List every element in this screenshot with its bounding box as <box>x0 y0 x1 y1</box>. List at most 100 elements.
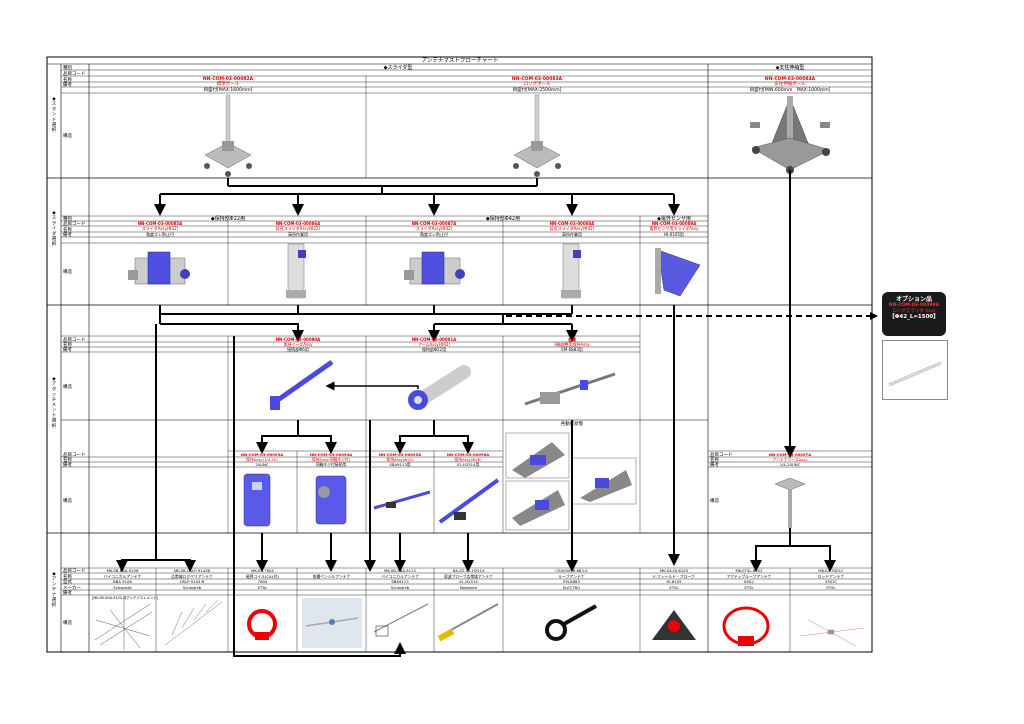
ant-label-name: 名称 <box>63 573 72 580</box>
ant-label-code: 品目コード <box>63 568 86 574</box>
attach-top-code-2: 金属 <box>567 336 576 342</box>
antenna-name-6: ループアンテナ <box>558 574 584 579</box>
attach-image-base <box>270 359 334 410</box>
stand-section: 種別 品目コード 名称 備考 構造 ◆スライダ型 ◆支柱伸縮型 NN-COM-0… <box>61 64 872 533</box>
option-card: オプション品 NN-COM-03-00098A ロングスライダ Assy 【Φ4… <box>882 292 946 336</box>
antenna-name-9: ロッドアンテナ <box>818 574 845 579</box>
slider-note-3: 高所作業用 <box>562 231 582 237</box>
attach-bottom-name-3: 保持Assy(Φ28) <box>454 457 482 462</box>
antenna-maker-0: Schwarzb <box>113 585 132 590</box>
attach-bottom-note-4: 1/4-20UNC <box>780 462 801 467</box>
attach-image-arm <box>408 365 471 410</box>
slider-name-1: 延長スライダAssy(Φ22) <box>276 225 321 231</box>
stand-code-2: NN-COM-03-00084A <box>765 76 816 82</box>
antenna-code-0: MK-SB-BBA-9106 <box>107 568 139 573</box>
attach-bottom-note-0: 20UNC <box>255 462 268 467</box>
antenna-code-2: MK-EA-7604 <box>251 568 274 573</box>
states-panel: 各動作状態 <box>505 420 637 531</box>
slider-image-42 <box>404 251 465 285</box>
slider-code-0: NN-COM-03-00085A <box>138 221 183 226</box>
attach-bottom-code-4: NN-COM-03-00097A <box>769 452 811 457</box>
stand-image-long <box>513 94 561 177</box>
connector-slider-attach <box>116 305 870 572</box>
ant-img-sba <box>373 603 429 637</box>
antenna-code-6: CEA00006-683-0 <box>555 568 588 573</box>
label-note: 備考 <box>63 81 72 88</box>
slider-image-42-ext <box>561 243 581 299</box>
option-size: 【Φ42_L=1500】 <box>889 313 939 320</box>
slider-name-3: 延長スライダAssy(Φ42) <box>550 225 595 231</box>
slider-code-4: NN-COM-03-00089A <box>652 221 697 226</box>
attach-top-name-2: 3軸調整用保持Assy <box>554 341 590 347</box>
stand-image-standard <box>204 94 252 177</box>
ant-img-pencil <box>302 598 362 648</box>
antenna-model-2: 7604 <box>258 579 268 584</box>
option-image <box>882 340 948 400</box>
antenna-note: [MK-SB-VHA-9103-用アンテナエレメント] <box>92 595 159 600</box>
antenna-code-8: MK-ETSL-6502 <box>736 568 764 573</box>
stand-name-0: 標準ポール <box>217 80 240 87</box>
slider-code-1: NN-COM-03-00086A <box>276 221 321 226</box>
attachment-bottom-section: 品目コード 名称 備考 構造 品目コード 名称 備考 構造 NN-COM-03-… <box>61 450 872 533</box>
attach-bottom-name-1: 保持Assy(同軸ネジ付) <box>312 457 351 462</box>
antenna-maker-8: ETSL <box>744 585 754 590</box>
attach-bottom-name-2: 保持Assy(Φ22) <box>386 457 414 462</box>
chart-title: アンテナマストフローチャート <box>422 57 499 64</box>
antenna-model-5: 01-H2514 <box>459 579 478 584</box>
slider-label-code: 品目コード <box>63 221 86 227</box>
stand-note-0: 目盛付[MAX:1600mm] <box>204 86 253 93</box>
slider-label-note: 備考 <box>63 231 72 238</box>
attach-image-sba <box>373 490 431 510</box>
antenna-code-9: MK-EA-3301C <box>818 568 844 573</box>
antenna-code-5: NX-ZZ-01-H2514 <box>453 568 485 573</box>
stand-code-1: NN-COM-03-00083A <box>512 76 563 82</box>
antenna-model-8: 6502 <box>744 579 754 584</box>
section-antenna: ◆アンテナ選択 <box>52 572 57 608</box>
antenna-model-6: EM-6883 <box>563 579 580 584</box>
slider-image-22 <box>128 251 190 285</box>
antenna-images <box>94 598 865 650</box>
attach-image-3axis <box>524 372 616 406</box>
ant-label-maker: メーカー <box>63 585 81 591</box>
slider-group-22: ◆保持部Φ22用 <box>211 215 245 222</box>
attach-top-code-1: NN-COM-03-00091A <box>412 337 457 342</box>
slider-label-structure: 構造 <box>63 268 72 275</box>
ant-label-note: 備考 <box>63 589 72 596</box>
stand-code-0: NN-COM-03-00082A <box>203 76 254 82</box>
option-name: ロングスライダ Assy <box>892 308 936 314</box>
slider-section: 種別 品目コード 名称 備考 構造 ◆保持部Φ22用 ◆保持部Φ42用 ◆電界セ… <box>61 215 708 305</box>
attachment-top-section: 品目コード 名称 備考 構造 NN-COM-03-00090A 保持ベースAss… <box>61 305 708 533</box>
attach-bottom-note-1: 同軸ネジ付接続用 <box>316 462 347 467</box>
connector-stand-slider <box>154 170 796 458</box>
attach-bottom-code-2: NN-COM-03-00095A <box>379 452 421 457</box>
slider-group-field: ◆電界センサ用 <box>657 216 691 222</box>
ant-img-active-loop <box>722 606 770 646</box>
antenna-code-4: MK-SB-SBA-9113 <box>384 568 416 573</box>
ant-label-structure: 構造 <box>63 619 72 626</box>
slider-code-2: NN-COM-03-00087A <box>412 221 457 226</box>
antenna-name-4: バイコニカルアンテナ <box>381 574 419 579</box>
antenna-model-7: HI-6105 <box>666 579 682 584</box>
attach-top-name-1: アームAssy(Φ42) <box>418 342 451 347</box>
ant-img-efield <box>652 610 696 640</box>
antenna-name-7: E-フィールド・プローブ <box>653 574 695 579</box>
attach-image-coax <box>315 475 347 525</box>
section-attachment: ◆アタッチメント選択 <box>52 377 57 429</box>
attach-label-code: 品目コード <box>63 337 86 343</box>
attach-bottom-name-4: アンテナベースAssy <box>772 457 808 462</box>
antenna-section: 品目コード 名称 型式 メーカー 備考 構造 [MK-SB-VHA-9103-用… <box>61 533 872 652</box>
attach-label-name: 名称 <box>63 341 72 348</box>
slider-name-0: スライダAssy(Φ22) <box>142 225 179 231</box>
attach-bottom-code-0: NN-COM-03-00093A <box>241 452 283 457</box>
antenna-maker-1: Schwarzb <box>183 585 202 590</box>
attach-bottom-code-3: NN-COM-03-00096A <box>447 452 489 457</box>
slider-code-3: NN-COM-03-00088A <box>550 221 595 226</box>
attachr-label-name: 名称 <box>710 456 719 463</box>
connector-attach-bottom <box>233 336 836 657</box>
slider-image-field <box>655 248 701 297</box>
antenna-maker-6: ELECTRO <box>563 585 581 590</box>
antenna-maker-7: ETSL <box>669 585 679 590</box>
option-heading: オプション品 <box>895 296 932 303</box>
antenna-name-0: バイコニカルアンテナ <box>104 574 142 579</box>
